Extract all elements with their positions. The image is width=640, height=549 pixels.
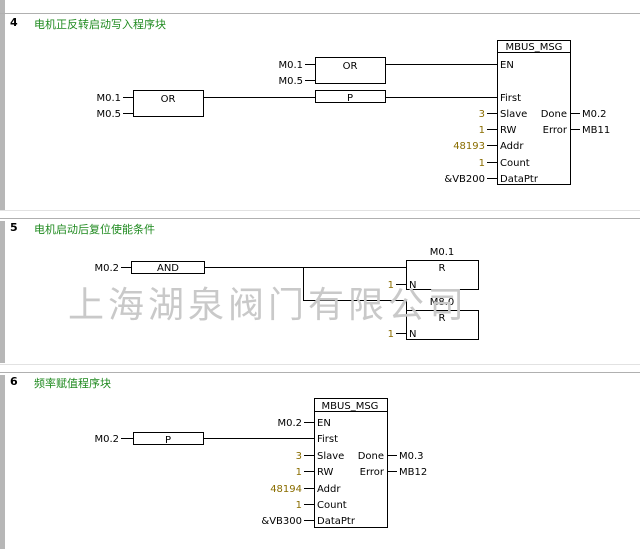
block-title: MBUS_MSG	[322, 401, 379, 412]
network-separator	[0, 218, 640, 219]
or-box[interactable]	[133, 90, 204, 117]
power-rail-network-4	[0, 0, 5, 210]
p-input-operand[interactable]: M0.2	[94, 434, 119, 445]
coil-label: R	[439, 263, 446, 274]
count-value[interactable]: 1	[296, 500, 302, 511]
mbus-msg-block[interactable]	[497, 40, 571, 185]
dataptr-value[interactable]: &VB200	[444, 174, 485, 185]
pin-done: Done	[358, 451, 384, 462]
rw-value[interactable]: 1	[296, 467, 302, 478]
coil-pin: N	[409, 329, 416, 340]
pin-slave: Slave	[500, 109, 527, 120]
network-title: 电机正反转启动写入程序块	[34, 18, 166, 31]
network-6-header[interactable]: 6 频率赋值程序块	[0, 374, 640, 392]
addr-value[interactable]: 48193	[453, 141, 485, 152]
and-input-operand[interactable]: M0.2	[94, 263, 119, 274]
coil-pin: N	[409, 280, 416, 291]
coil-operand[interactable]: M8.0	[430, 297, 455, 308]
pin-rw: RW	[317, 467, 334, 478]
network-separator	[0, 372, 640, 373]
pin-slave: Slave	[317, 451, 344, 462]
reset-coil-m0-1[interactable]	[406, 260, 479, 290]
pin-dataptr: DataPtr	[500, 174, 539, 185]
network-title: 频率赋值程序块	[34, 377, 111, 390]
or-label: OR	[343, 61, 358, 72]
pin-rw: RW	[500, 125, 517, 136]
network-separator	[0, 210, 640, 211]
pin-done: Done	[541, 109, 567, 120]
pin-error: Error	[543, 125, 568, 136]
block-title: MBUS_MSG	[506, 42, 563, 53]
done-value[interactable]: M0.3	[399, 451, 424, 462]
network-separator	[0, 13, 640, 14]
network-number: 5	[10, 221, 18, 234]
network-number: 6	[10, 375, 18, 388]
pin-addr: Addr	[317, 484, 341, 495]
coil-operand[interactable]: M0.1	[430, 247, 455, 258]
reset-coil-m8-0[interactable]	[406, 310, 479, 340]
pin-en: EN	[500, 60, 514, 71]
power-rail-network-5	[0, 221, 5, 363]
coil-n-value[interactable]: 1	[388, 280, 394, 291]
pin-addr: Addr	[500, 141, 524, 152]
pin-first: First	[500, 93, 521, 104]
coil-n-value[interactable]: 1	[388, 329, 394, 340]
or-input-operand[interactable]: M0.5	[278, 76, 303, 87]
done-value[interactable]: M0.2	[582, 109, 607, 120]
positive-edge-box[interactable]	[315, 90, 386, 103]
pin-count: Count	[317, 500, 347, 511]
pin-first: First	[317, 434, 338, 445]
pin-en: EN	[317, 418, 331, 429]
network-5-header[interactable]: 5 电机启动后复位使能条件	[0, 220, 640, 238]
company-watermark: 上海湖泉阀门有限公司	[68, 285, 469, 326]
or-input-operand[interactable]: M0.1	[96, 93, 121, 104]
and-label: AND	[157, 263, 179, 274]
pin-count: Count	[500, 158, 530, 169]
or-input-operand[interactable]: M0.5	[96, 109, 121, 120]
or-box[interactable]	[315, 57, 386, 84]
slave-value[interactable]: 3	[479, 109, 485, 120]
network-number: 4	[10, 16, 18, 29]
mbus-msg-block[interactable]	[314, 398, 388, 528]
or-label: OR	[161, 94, 176, 105]
coil-label: R	[439, 313, 446, 324]
p-label: P	[347, 93, 353, 104]
count-value[interactable]: 1	[479, 158, 485, 169]
pin-dataptr: DataPtr	[317, 516, 356, 527]
slave-value[interactable]: 3	[296, 451, 302, 462]
or-input-operand[interactable]: M0.1	[278, 60, 303, 71]
p-label: P	[165, 435, 171, 446]
error-value[interactable]: MB12	[399, 467, 427, 478]
network-4-header[interactable]: 4 电机正反转启动写入程序块	[0, 15, 640, 33]
error-value[interactable]: MB11	[582, 125, 610, 136]
power-rail-network-6	[0, 375, 5, 549]
addr-value[interactable]: 48194	[270, 484, 302, 495]
dataptr-value[interactable]: &VB300	[261, 516, 302, 527]
network-title: 电机启动后复位使能条件	[34, 223, 155, 236]
en-value[interactable]: M0.2	[277, 418, 302, 429]
rw-value[interactable]: 1	[479, 125, 485, 136]
network-separator	[0, 364, 640, 365]
pin-error: Error	[360, 467, 385, 478]
